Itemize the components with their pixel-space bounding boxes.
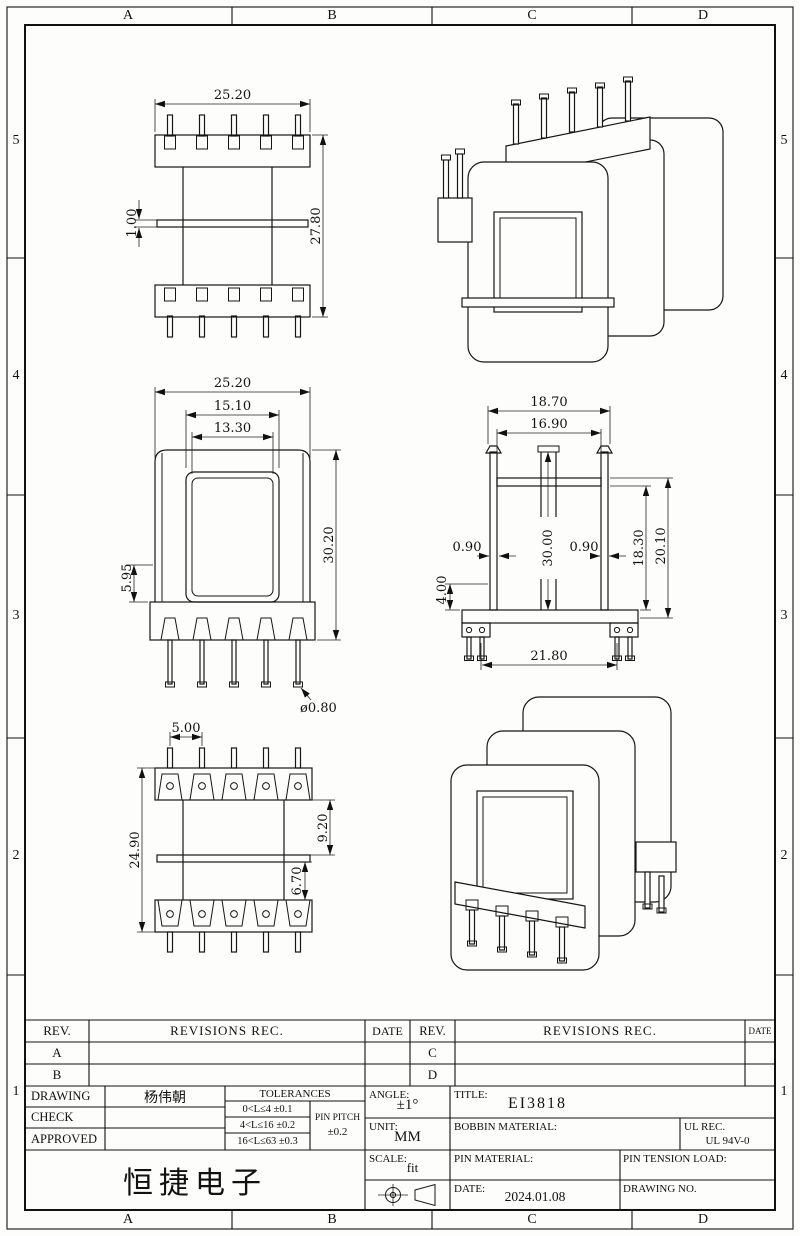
- dim-side-base: 4.00: [435, 576, 450, 605]
- zone-col-top-4: D: [697, 8, 709, 23]
- dim-front-skirt: 5.95: [120, 564, 135, 593]
- ul-rec-label: UL REC.: [684, 1121, 726, 1133]
- title-label: TITLE:: [454, 1089, 488, 1101]
- dim-top-height: 27.80: [309, 207, 324, 244]
- projection-symbol: [378, 1183, 436, 1207]
- revisions-header-right: REVISIONS REC.: [543, 1023, 657, 1038]
- dim-side-wall-right: 0.90: [570, 540, 599, 555]
- dim-side-inner-h: 18.30: [632, 529, 647, 566]
- pin-pitch-label: PIN PITCH: [314, 1113, 361, 1123]
- dim-side-outer-h: 20.10: [654, 527, 669, 564]
- tolerance-row-1: 0<L≤4 ±0.1: [242, 1103, 293, 1115]
- zone-row-left-1: 1: [12, 1084, 20, 1099]
- angle-value: ±1°: [396, 1096, 419, 1113]
- scale-label: SCALE:: [369, 1153, 407, 1165]
- dim-side-outer: 18.70: [530, 395, 567, 410]
- zone-col-top-3: C: [527, 8, 537, 23]
- sheet-frame: [6, 6, 794, 1230]
- check-label: CHECK: [31, 1110, 74, 1124]
- drawing-by-name: 杨伟朝: [144, 1090, 186, 1106]
- date-header-right: DATE: [748, 1026, 772, 1036]
- rev-row-c: C: [428, 1045, 437, 1060]
- rev-header-right: REV.: [419, 1023, 446, 1038]
- front-view: 25.20 15.10 13.30 30.20 5.95 ø0.80: [120, 376, 341, 716]
- title-block-grid: [25, 1019, 775, 1210]
- dim-front-pin-dia: ø0.80: [300, 701, 337, 716]
- rev-header-left: REV.: [43, 1023, 71, 1038]
- date-field-label: DATE:: [454, 1183, 486, 1195]
- rev-row-a: A: [52, 1045, 62, 1060]
- dim-front-flange: 15.10: [214, 399, 251, 414]
- angle-label: ANGLE:: [369, 1089, 410, 1101]
- dim-side-pin-span: 21.80: [530, 649, 567, 664]
- zone-row-left-5: 5: [12, 133, 20, 148]
- zone-row-left-3: 3: [12, 608, 20, 623]
- dim-top-width: 25.20: [214, 88, 251, 103]
- tolerances-header: TOLERANCES: [259, 1087, 331, 1100]
- unit-label: UNIT:: [369, 1121, 398, 1133]
- pin-material-label: PIN MATERIAL:: [454, 1153, 534, 1165]
- dim-side-wall-left: 0.90: [453, 540, 482, 555]
- zone-col-bottom-2: B: [327, 1212, 337, 1227]
- title-value: EI3818: [507, 1095, 568, 1112]
- dim-side-center-h: 30.00: [541, 529, 556, 566]
- dim-front-window: 13.30: [214, 421, 251, 436]
- zone-row-right-5: 5: [780, 133, 788, 148]
- drawing-no-label: DRAWING NO.: [623, 1183, 697, 1195]
- rev-row-d: D: [427, 1067, 438, 1082]
- zone-col-bottom-3: C: [527, 1212, 537, 1227]
- zone-row-right-3: 3: [780, 608, 788, 623]
- zone-col-top-2: B: [327, 8, 337, 23]
- zone-row-left-4: 4: [12, 368, 20, 383]
- scale-value: fit: [406, 1160, 419, 1175]
- zone-row-left-2: 2: [12, 848, 20, 863]
- company-name: 恒捷电子: [123, 1167, 267, 1200]
- approved-label: APPROVED: [31, 1131, 97, 1146]
- zone-row-right-1: 1: [780, 1084, 788, 1099]
- zone-row-right-2: 2: [780, 848, 788, 863]
- iso-view-bottom: [450, 696, 677, 971]
- ul-rec-value: UL 94V-0: [705, 1134, 750, 1147]
- zone-row-right-4: 4: [780, 368, 788, 383]
- pin-pitch-cell: PIN PITCH ±0.2: [310, 1101, 365, 1150]
- pin-tension-load-label: PIN TENSION LOAD:: [623, 1153, 727, 1165]
- iso-view-top: [437, 76, 724, 363]
- side-view: 18.70 16.90 0.90 0.90 30.00 18.30 20.10 …: [435, 395, 673, 670]
- zone-col-top-1: A: [122, 8, 134, 23]
- zone-col-bottom-1: A: [122, 1212, 134, 1227]
- zone-col-bottom-4: D: [697, 1212, 709, 1227]
- date-value: 2024.01.08: [504, 1188, 566, 1204]
- date-header-left: DATE: [372, 1023, 403, 1038]
- bottom-view: 5.00 24.90 9.20 6.70: [128, 721, 335, 953]
- rev-row-b: B: [52, 1067, 62, 1082]
- dim-top-bar: 1.00: [125, 209, 140, 238]
- revisions-header-left: REVISIONS REC.: [170, 1023, 284, 1038]
- dim-bottom-upper: 9.20: [316, 814, 331, 843]
- drawing-label: DRAWING: [31, 1089, 91, 1103]
- dim-bottom-lower: 6.70: [290, 867, 305, 896]
- top-view: 25.20 27.80 1.00: [125, 88, 328, 338]
- unit-value: MM: [394, 1128, 421, 1145]
- dim-front-height: 30.20: [322, 526, 337, 563]
- tolerance-row-3: 16<L≤63 ±0.3: [237, 1136, 298, 1147]
- bobbin-material-label: BOBBIN MATERIAL:: [454, 1121, 557, 1133]
- pin-pitch-tolerance: ±0.2: [327, 1126, 348, 1138]
- dim-bottom-pitch: 5.00: [172, 721, 201, 736]
- dim-side-inner: 16.90: [530, 417, 567, 432]
- dim-bottom-width: 24.90: [128, 831, 143, 868]
- tolerance-row-2: 4<L≤16 ±0.2: [239, 1119, 296, 1131]
- dim-front-outer: 25.20: [214, 376, 251, 391]
